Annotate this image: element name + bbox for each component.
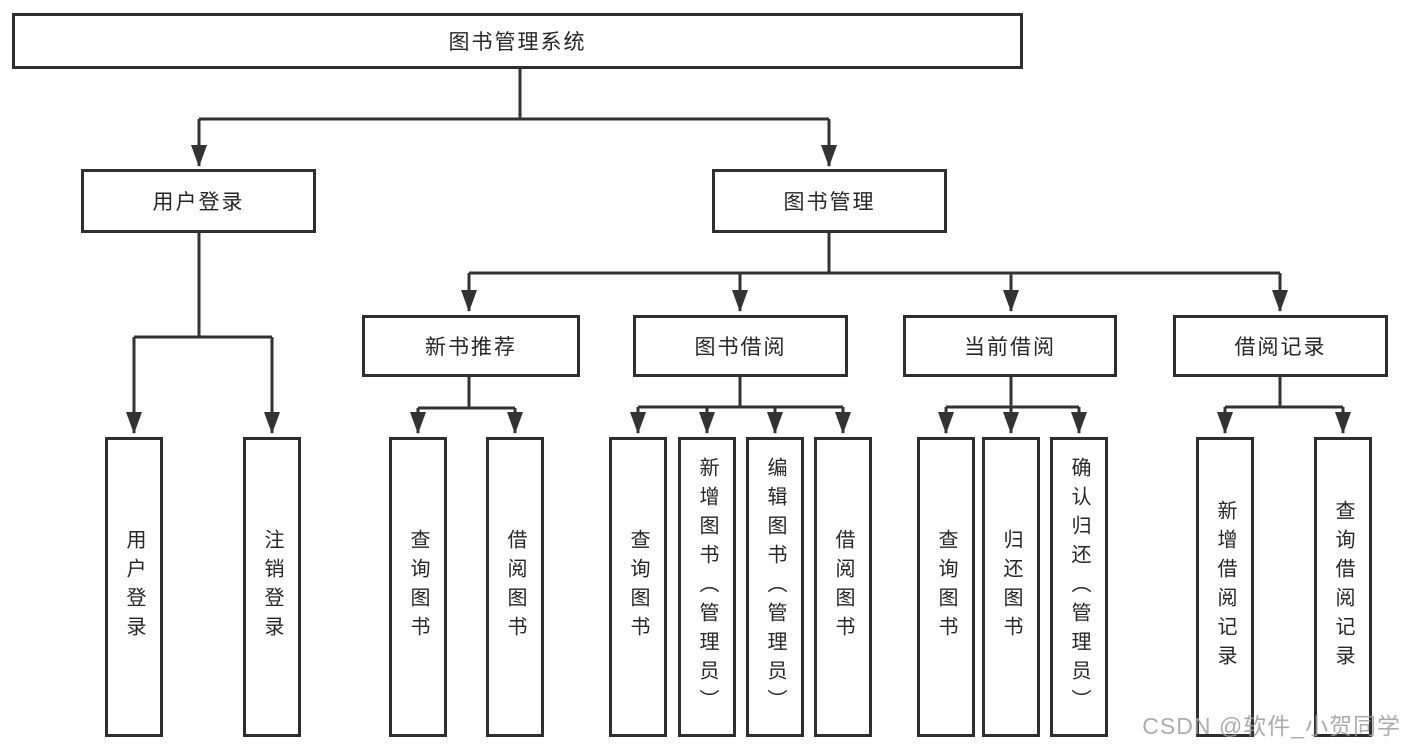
node-label: 编辑图书（管理员） xyxy=(764,456,786,718)
node-leaf-query-books-3: 查询图书 xyxy=(917,437,975,737)
node-new-book-recommend: 新书推荐 xyxy=(362,315,580,377)
node-label: 查询图书 xyxy=(407,529,429,645)
arrow-connectors xyxy=(126,119,1351,434)
node-leaf-user-login: 用户登录 xyxy=(105,437,163,737)
node-leaf-add-borrow-record: 新增借阅记录 xyxy=(1196,437,1254,737)
node-label: 用户登录 xyxy=(123,529,145,645)
node-book-management-module: 图书管理 xyxy=(712,169,947,233)
node-leaf-borrow-books-1: 借阅图书 xyxy=(486,437,544,737)
node-current-borrowing: 当前借阅 xyxy=(903,315,1117,377)
node-leaf-return-books: 归还图书 xyxy=(982,437,1040,737)
node-label: 新增图书（管理员） xyxy=(696,456,718,718)
node-user-login-module: 用户登录 xyxy=(81,169,316,233)
node-leaf-query-borrow-record: 查询借阅记录 xyxy=(1314,437,1372,737)
node-label: 归还图书 xyxy=(1000,529,1022,645)
node-label: 注销登录 xyxy=(261,529,283,645)
node-root-system: 图书管理系统 xyxy=(12,13,1023,69)
node-label: 查询借阅记录 xyxy=(1332,500,1354,674)
node-label: 确认归还（管理员） xyxy=(1068,456,1090,718)
node-borrowing-records: 借阅记录 xyxy=(1173,315,1388,377)
node-label: 借阅图书 xyxy=(832,529,854,645)
node-label: 新增借阅记录 xyxy=(1214,500,1236,674)
node-leaf-query-books-2: 查询图书 xyxy=(609,437,667,737)
node-label: 当前借阅 xyxy=(964,336,1056,359)
node-label: 用户登录 xyxy=(152,191,245,214)
csdn-watermark: CSDN @软件_小贺同学 xyxy=(1142,713,1401,739)
node-leaf-add-books-admin: 新增图书（管理员） xyxy=(678,437,736,737)
node-leaf-borrow-books-2: 借阅图书 xyxy=(814,437,872,737)
node-leaf-edit-books-admin: 编辑图书（管理员） xyxy=(746,437,804,737)
node-label: 新书推荐 xyxy=(425,336,517,359)
node-leaf-query-books-1: 查询图书 xyxy=(389,437,447,737)
node-label: 查询图书 xyxy=(627,529,649,645)
node-label: 图书借阅 xyxy=(694,336,787,359)
node-label: 借阅图书 xyxy=(504,529,526,645)
node-label: 查询图书 xyxy=(935,529,957,645)
node-book-borrowing: 图书借阅 xyxy=(633,315,848,377)
tree-bus-lines xyxy=(134,67,1343,410)
node-label: 借阅记录 xyxy=(1234,336,1327,359)
node-leaf-logout: 注销登录 xyxy=(243,437,301,737)
node-leaf-confirm-return-admin: 确认归还（管理员） xyxy=(1050,437,1108,737)
node-label: 图书管理 xyxy=(783,191,876,214)
node-label: 图书管理系统 xyxy=(448,31,587,54)
